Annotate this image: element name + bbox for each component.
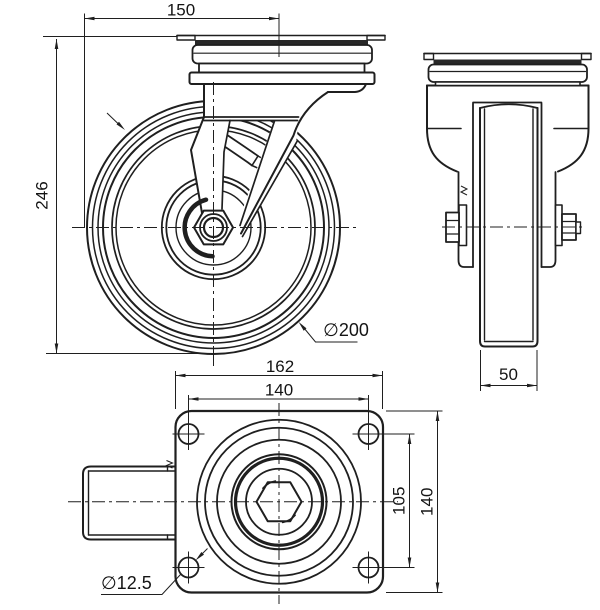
front-fork-head (190, 83, 367, 238)
kingpin-hex-socket (255, 481, 303, 523)
bottom-view (68, 355, 398, 604)
dim-label-105: 105 (390, 487, 409, 515)
dim-label-140-vertical: 140 (418, 488, 437, 516)
side-leg-edges (457, 102, 557, 268)
dimension-bottom-hole-spacing-105: 105 (380, 433, 415, 568)
dim-label-140-horizontal: 140 (265, 381, 293, 400)
dim-label-50: 50 (499, 365, 518, 384)
dimension-bottom-hole-spacing-140: 140 (188, 381, 369, 426)
dim-label-150: 150 (167, 1, 195, 20)
front-view (72, 34, 386, 367)
side-wheel (479, 103, 539, 348)
dim-label-diameter-200: ∅200 (323, 320, 369, 340)
bottom-wheel-outline (82, 460, 177, 541)
dim-label-246: 246 (33, 181, 52, 209)
dim-label-162: 162 (266, 357, 294, 376)
dimension-wheel-diameter-200: ∅200 (298, 320, 369, 343)
dimension-bottom-plate-width-162: 162 (175, 357, 383, 409)
dimension-side-wheel-width-50: 50 (480, 350, 538, 391)
dimension-front-width-150: 150 (84, 1, 280, 228)
dimension-front-height-246: 246 (33, 36, 213, 354)
bottom-centerlines (68, 355, 398, 604)
dimension-bolt-hole-diameter-12-5: ∅12.5 (101, 548, 208, 595)
tire-pointer-arrow (106, 112, 125, 130)
front-centerlines (72, 82, 360, 367)
side-mount-plate (423, 52, 592, 87)
dim-label-diameter-12-5: ∅12.5 (101, 573, 152, 593)
side-view (423, 52, 592, 348)
front-mount-plate (176, 34, 386, 85)
side-axle-bolt (442, 185, 583, 247)
dimension-bottom-plate-height-140: 140 (386, 410, 443, 593)
